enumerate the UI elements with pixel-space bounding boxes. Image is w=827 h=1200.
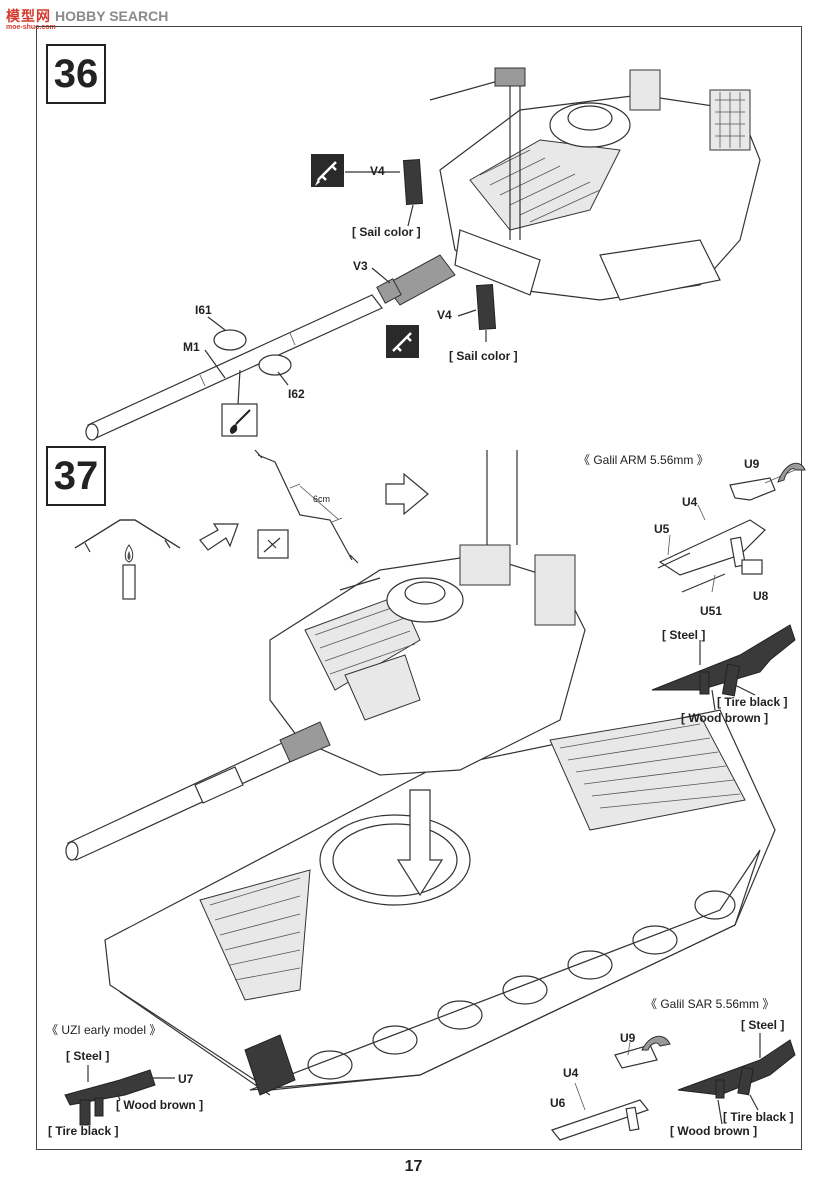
color-label-wood-sar: [ Wood brown ] xyxy=(670,1124,758,1138)
tank-main-gun xyxy=(65,721,331,861)
process-arrow-icon xyxy=(385,472,429,516)
galil-arm-title: 《 Galil ARM 5.56mm 》 xyxy=(578,453,709,467)
part-m1-barrel xyxy=(85,294,383,441)
part-label-u51: U51 xyxy=(700,604,723,618)
part-label-u5: U5 xyxy=(654,522,670,536)
part-v4-top xyxy=(402,158,424,206)
color-label-tire-uzi: [ Tire black ] xyxy=(48,1124,119,1138)
page-number: 17 xyxy=(404,1158,423,1175)
color-label-tire-sar: [ Tire black ] xyxy=(723,1110,794,1124)
part-v3 xyxy=(371,254,456,306)
step-number-37: 37 xyxy=(46,446,106,506)
part-label-u7: U7 xyxy=(178,1072,194,1086)
galil-sar-rifle xyxy=(550,1035,671,1141)
glue-cement-icon xyxy=(386,325,419,358)
part-label-v3: V3 xyxy=(353,259,368,273)
part-label-u9-sar: U9 xyxy=(620,1031,636,1045)
galil-sar-rifle-painted xyxy=(677,1033,796,1125)
part-label-u8: U8 xyxy=(753,589,769,603)
tank-hull xyxy=(104,709,776,1096)
paint-brush-icon xyxy=(221,403,258,437)
tank-turret-step37 xyxy=(269,450,586,776)
uzi-smg-painted xyxy=(64,1065,175,1126)
part-label-i61: I61 xyxy=(195,303,212,317)
color-label-tire-arm: [ Tire black ] xyxy=(717,695,788,709)
color-label-sail-top: [ Sail color ] xyxy=(352,225,421,239)
page-frame xyxy=(36,26,802,1150)
color-label-steel-uzi: [ Steel ] xyxy=(66,1049,110,1063)
uzi-title: 《 UZI early model 》 xyxy=(46,1023,162,1037)
color-label-wood-uzi: [ Wood brown ] xyxy=(116,1098,204,1112)
part-label-u4-arm: U4 xyxy=(682,495,698,509)
part-i61-i62 xyxy=(207,316,292,406)
color-label-wood-arm: [ Wood brown ] xyxy=(681,711,769,725)
galil-sar-title: 《 Galil SAR 5.56mm 》 xyxy=(645,997,775,1011)
galil-arm-rifle-painted xyxy=(651,624,796,711)
watermark-url: moe-shuo.com xyxy=(6,24,56,31)
stretched-sprue xyxy=(254,449,359,564)
part-label-u6: U6 xyxy=(550,1096,566,1110)
glue-cement-icon xyxy=(311,154,344,187)
turret-assembly-step36 xyxy=(429,67,761,301)
watermark-brand: HOBBY SEARCH xyxy=(55,8,169,24)
part-v4-bottom xyxy=(475,283,497,331)
part-label-v4-top: V4 xyxy=(370,164,385,178)
part-label-u9-arm: U9 xyxy=(744,457,760,471)
part-label-u4-sar: U4 xyxy=(563,1066,579,1080)
measure-label-6cm: 6cm xyxy=(313,494,331,504)
color-label-sail-bottom: [ Sail color ] xyxy=(449,349,518,363)
watermark-logo: 模型网 xyxy=(6,8,51,24)
process-arrow-icon xyxy=(199,523,239,551)
color-label-steel-arm: [ Steel ] xyxy=(662,628,706,642)
part-label-i62: I62 xyxy=(288,387,305,401)
step-number-36: 36 xyxy=(46,44,106,104)
part-label-m1: M1 xyxy=(183,340,200,354)
sprue-bend-diagram xyxy=(74,519,181,600)
color-label-steel-sar: [ Steel ] xyxy=(741,1018,785,1032)
part-label-v4-bottom: V4 xyxy=(437,308,452,322)
galil-arm-rifle xyxy=(657,462,806,593)
